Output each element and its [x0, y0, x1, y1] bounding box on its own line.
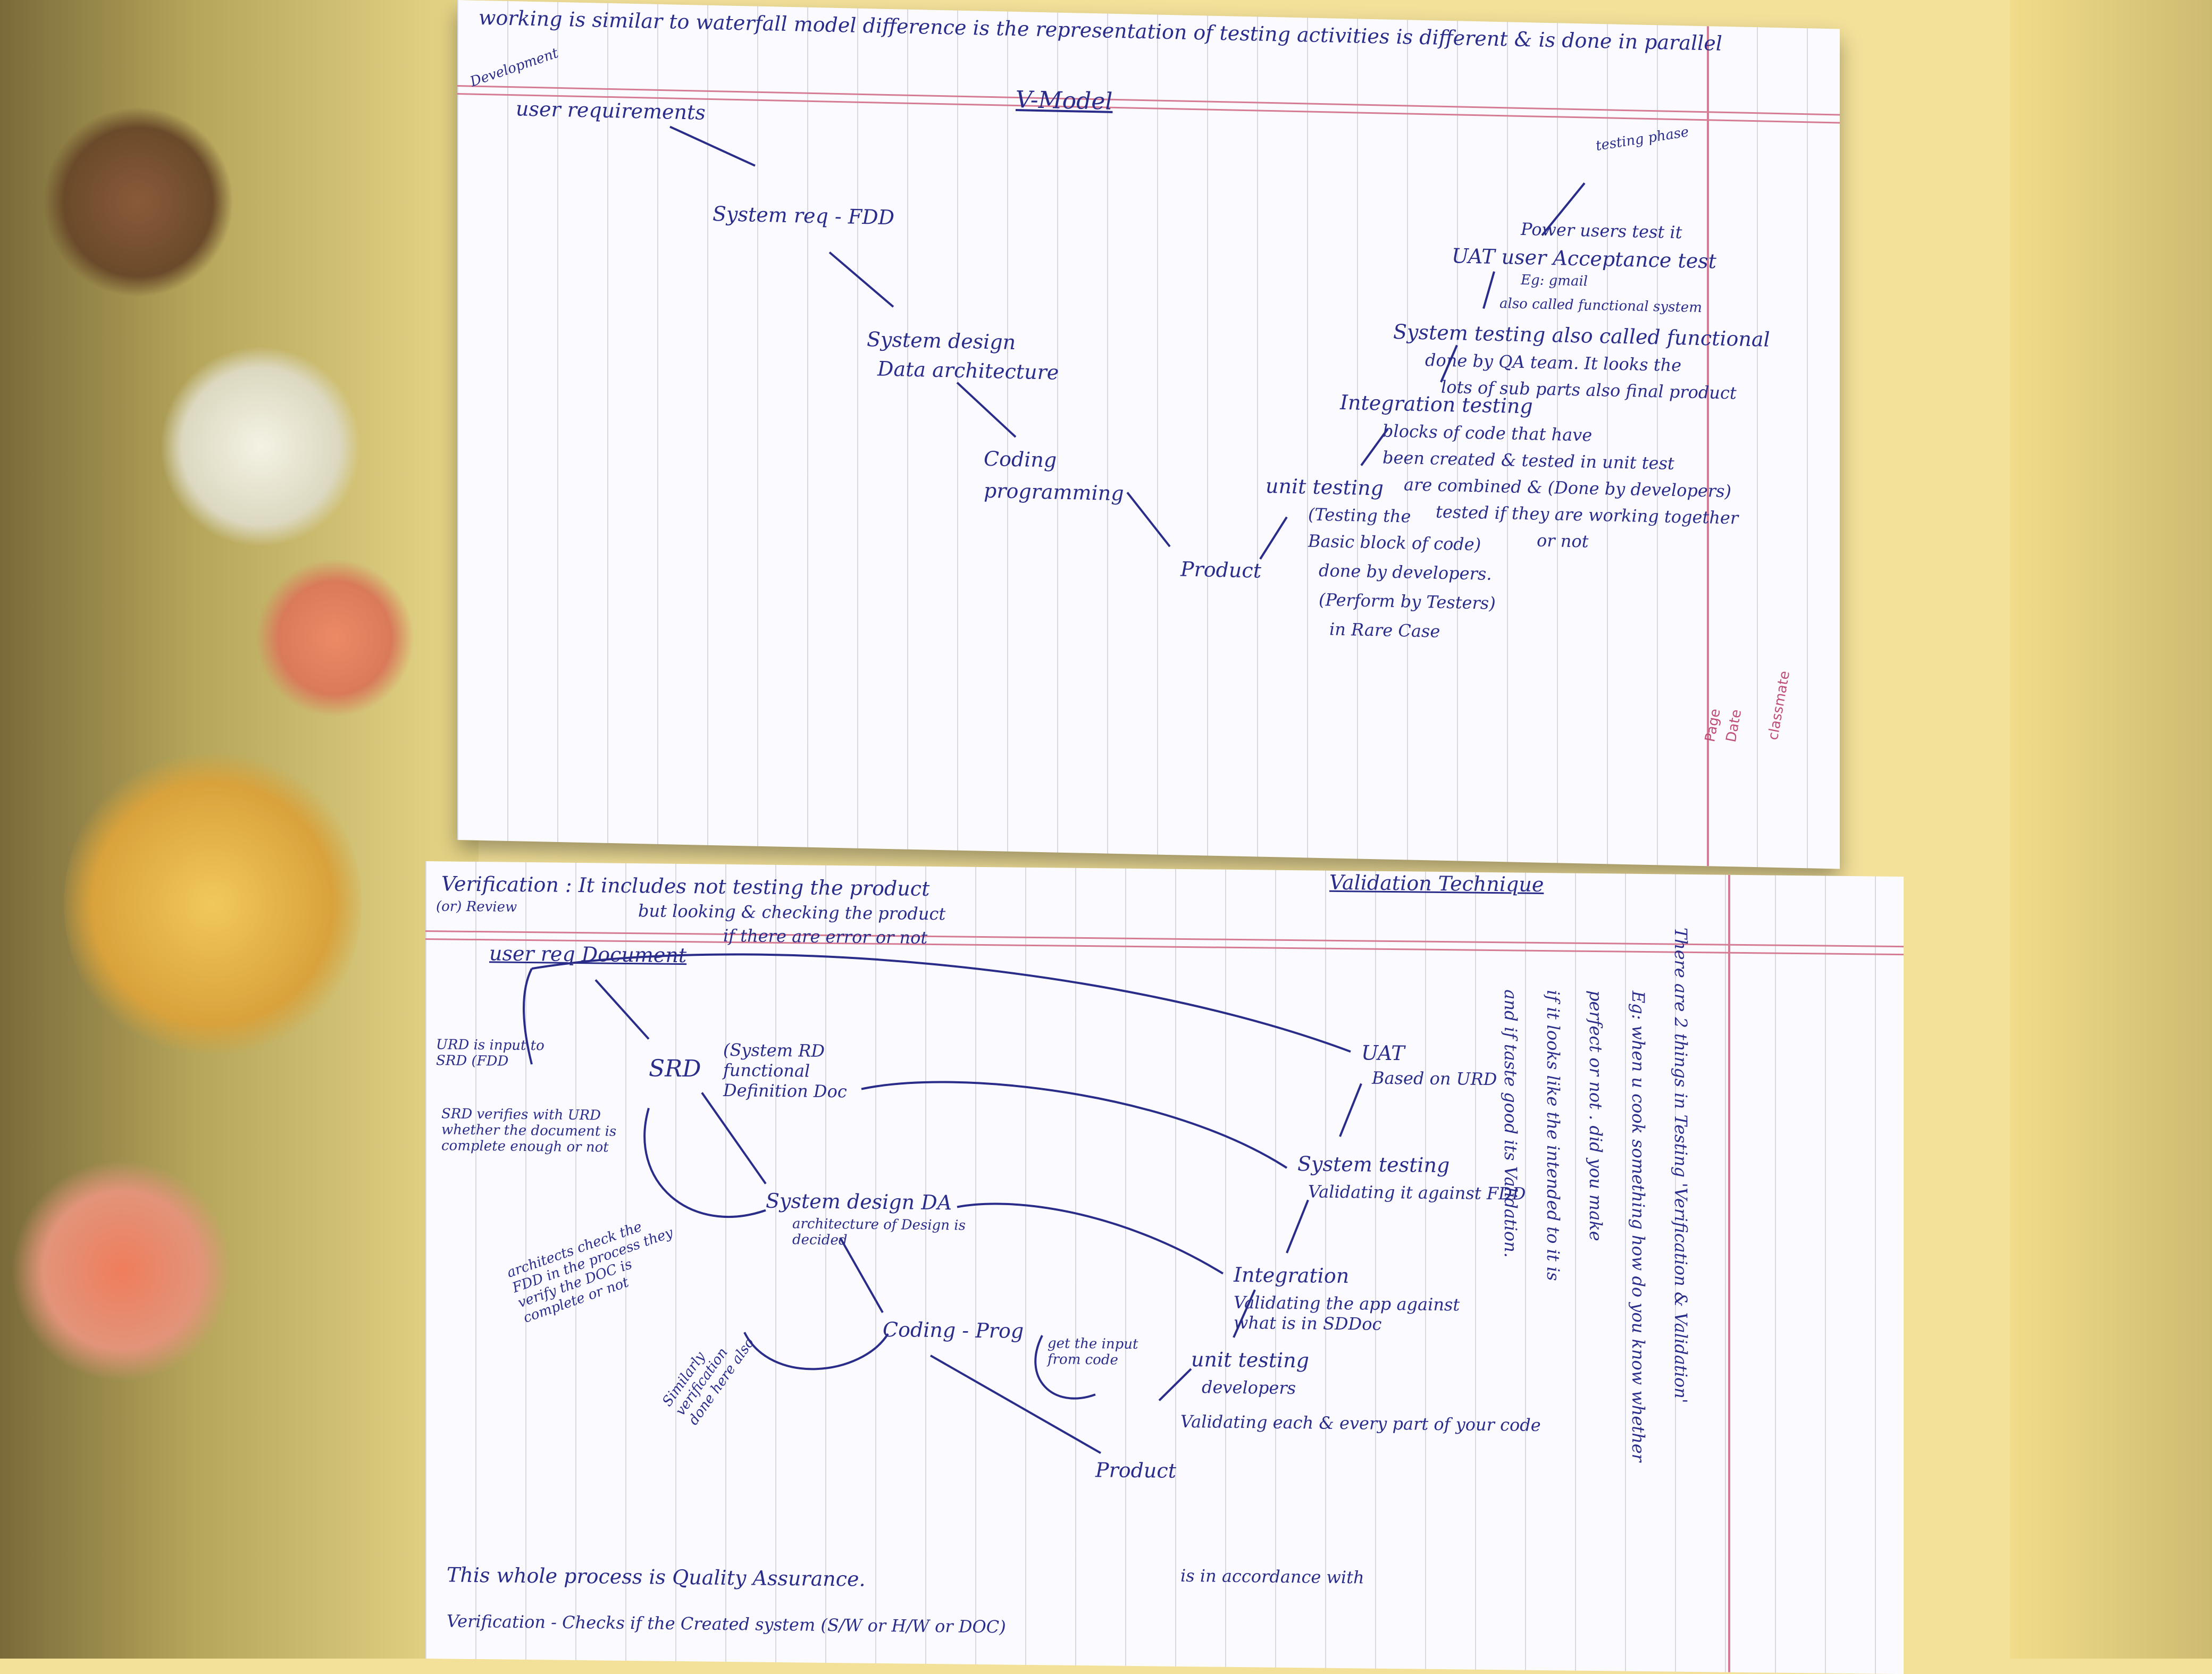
tablecloth-right: [2010, 0, 2212, 1659]
arrow: [861, 1081, 1288, 1169]
footer-line: This whole process is Quality Assurance.: [447, 1563, 866, 1591]
uat-note: Power users test it: [1521, 218, 1682, 243]
validation-title: Validation Technique: [1329, 870, 1544, 897]
srd-verify-note: SRD verifies with URD whether the docume…: [441, 1106, 617, 1156]
v-model-arrows: [669, 125, 1586, 560]
product: Product: [1095, 1458, 1176, 1483]
user-req-document: user req Document: [489, 941, 687, 968]
verification-heading: Verification : It includes not testing t…: [441, 872, 930, 901]
uat-note: Eg: gmail: [1521, 272, 1588, 290]
arrow: [531, 953, 1351, 1053]
date-stamp: Date: [1723, 708, 1745, 744]
flower-decoration: [43, 106, 234, 298]
unit-testing-note: done by developers.: [1319, 560, 1492, 584]
right-note: if it looks like the intended to it is: [1543, 990, 1563, 1281]
integration-note: or not: [1537, 530, 1589, 552]
coding: Coding: [984, 447, 1057, 472]
uat-note: Based on URD: [1372, 1067, 1497, 1090]
verification-note: (or) Review: [436, 898, 517, 915]
integration: Integration: [1234, 1263, 1350, 1288]
arrow: [1286, 1199, 1309, 1254]
system-testing-note: Validating it against FDD: [1308, 1181, 1526, 1204]
arrow: [594, 979, 650, 1040]
unit-testing-note: (Testing the: [1308, 504, 1411, 527]
arrow: [1158, 1368, 1192, 1401]
arrow: [743, 1332, 889, 1370]
system-design-da: System design DA: [766, 1189, 952, 1215]
arrow: [956, 382, 1017, 438]
uat: UAT: [1361, 1041, 1405, 1065]
flower-decoration: [11, 1159, 234, 1382]
developers-note: developers: [1202, 1377, 1296, 1399]
integration-note: been created & tested in unit test: [1382, 447, 1674, 474]
architects-note: architects check the FDD in the process …: [505, 1218, 675, 1326]
flower-decoration: [160, 346, 362, 548]
unit-testing: unit testing: [1191, 1348, 1309, 1373]
system-design: System design: [867, 327, 1016, 354]
integration-note: tested if they are working together: [1436, 501, 1739, 528]
arrow: [1339, 1083, 1362, 1137]
unit-testing: unit testing: [1266, 474, 1384, 500]
unit-testing-note: in Rare Case: [1329, 619, 1440, 642]
get-input-note: get the input from code: [1048, 1335, 1138, 1368]
data-architecture: Data architecture: [877, 357, 1059, 384]
right-note: and if taste good its Validation.: [1501, 989, 1521, 1258]
uat-note: also called functional system: [1499, 296, 1702, 316]
arrow: [1482, 271, 1495, 309]
similarly-note: Similarly verification done here also: [659, 1335, 758, 1428]
arrow: [669, 125, 756, 167]
product: Product: [1180, 557, 1261, 583]
unit-testing-note: Basic block of code): [1308, 531, 1481, 555]
user-requirements: user requirements: [516, 97, 706, 124]
system-testing-note: done by QA team. It looks the: [1425, 350, 1682, 376]
flower-decoration: [64, 744, 362, 1063]
right-note: Eg: when u cook something how do you kno…: [1628, 990, 1648, 1462]
srd-definition: (System RD functional Definition Doc: [723, 1039, 847, 1102]
side-note: Development: [468, 45, 561, 90]
system-req: System req - FDD: [713, 202, 895, 230]
testing-phase-note: testing phase: [1594, 124, 1690, 155]
integration-note: are combined & (Done by developers): [1404, 474, 1732, 502]
system-testing: System testing also called functional: [1393, 319, 1770, 351]
arrow: [839, 1237, 884, 1313]
verification-note: but looking & checking the product: [638, 901, 946, 924]
brand-stamp: classmate: [1765, 669, 1794, 742]
arrow: [930, 1355, 1101, 1454]
system-design-note: architecture of Design is decided: [792, 1216, 966, 1249]
right-note: There are 2 things in Testing 'Verificat…: [1671, 927, 1691, 1403]
arrow: [643, 1107, 766, 1218]
right-note: perfect or not . did you make: [1586, 990, 1606, 1241]
footer-line: is in accordance with: [1180, 1565, 1364, 1588]
unit-testing-note: (Perform by Testers): [1319, 589, 1496, 613]
urd-note: URD is input to SRD (FDD: [436, 1037, 544, 1070]
page-title: V-Model: [1016, 86, 1113, 115]
notebook-page-top: working is similar to waterfall model di…: [457, 0, 1840, 869]
system-testing: System testing: [1297, 1152, 1450, 1177]
arrow: [828, 251, 894, 308]
integration-note: blocks of code that have: [1382, 420, 1593, 445]
page-stamp: Page: [1702, 707, 1724, 744]
coding-prog: Coding - Prog: [883, 1318, 1024, 1343]
arrow: [957, 1202, 1224, 1275]
arrow: [1126, 492, 1171, 548]
srd: SRD: [649, 1055, 701, 1083]
uat: UAT user Acceptance test: [1452, 244, 1716, 273]
verification-note: if there are error or not: [723, 925, 928, 948]
footer-line: Verification - Checks if the Created sys…: [447, 1611, 1006, 1637]
validating-each-note: Validating each & every part of your cod…: [1180, 1411, 1541, 1435]
notebook-page-bottom: Verification : It includes not testing t…: [425, 861, 1904, 1674]
integration-note: Validating the app against what is in SD…: [1234, 1292, 1460, 1334]
programming: programming: [984, 478, 1124, 506]
margin-line-vertical: [1728, 874, 1730, 1672]
arrow: [701, 1092, 767, 1184]
arrow: [1259, 516, 1288, 560]
header-line: working is similar to waterfall model di…: [479, 5, 1722, 55]
flower-decoration: [255, 558, 415, 718]
